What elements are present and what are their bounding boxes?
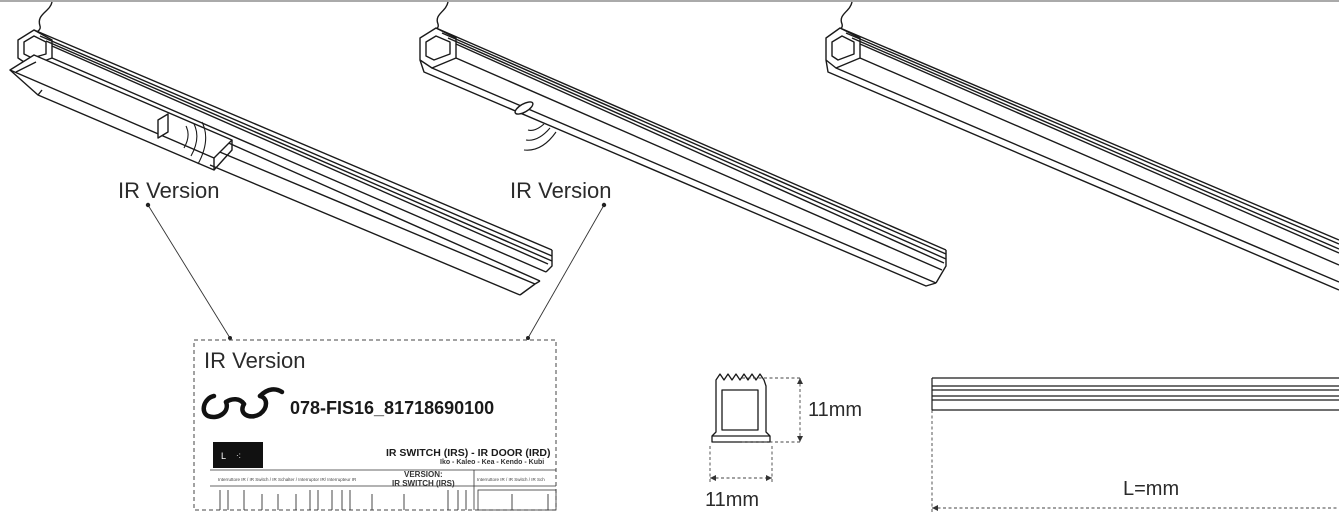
profile-left (9, 1, 553, 296)
ir-wave-icon (183, 121, 207, 165)
profile-side-view (931, 377, 1339, 411)
card-heading: IR SWITCH (IRS) - IR DOOR (IRD) (386, 447, 551, 459)
card-version-label: VERSION: (404, 470, 443, 479)
dimension-height: 11mm (808, 399, 863, 421)
card-small-text-left: Interruttore IR / IR Switch / IR Schalte… (218, 477, 357, 482)
profile-right (825, 1, 1339, 291)
ir-version-label-left: IR Version (118, 178, 220, 203)
card-version-value: IR SWITCH (IRS) (392, 479, 455, 488)
svg-text:·:: ·: (236, 451, 241, 460)
profile-cross-section (711, 373, 771, 443)
dimension-lines (709, 377, 1339, 514)
dimension-length: L=mm (1123, 478, 1180, 500)
label-dark-block (213, 442, 263, 468)
leader-middle (527, 204, 605, 339)
product-code: 078-FIS16_81718690100 (290, 398, 495, 418)
card-models: Iko - Kaleo - Kea - Kendo - Kubi (440, 459, 545, 466)
ir-sensor-slot (514, 101, 534, 115)
card-title: IR Version (204, 348, 306, 373)
glasses-logo-icon (201, 387, 285, 420)
profile-middle (419, 1, 947, 287)
ir-switch-left (157, 113, 169, 139)
leader-left (147, 204, 231, 339)
card-small-text-right: Interruttore IR / IR Switch / IR Sch (477, 477, 545, 482)
ir-version-label-middle: IR Version (510, 178, 612, 203)
svg-text:L: L (221, 451, 226, 461)
product-label-card: L ·: (193, 339, 557, 511)
ir-wave-icon (523, 123, 557, 151)
dimension-width: 11mm (705, 489, 760, 511)
